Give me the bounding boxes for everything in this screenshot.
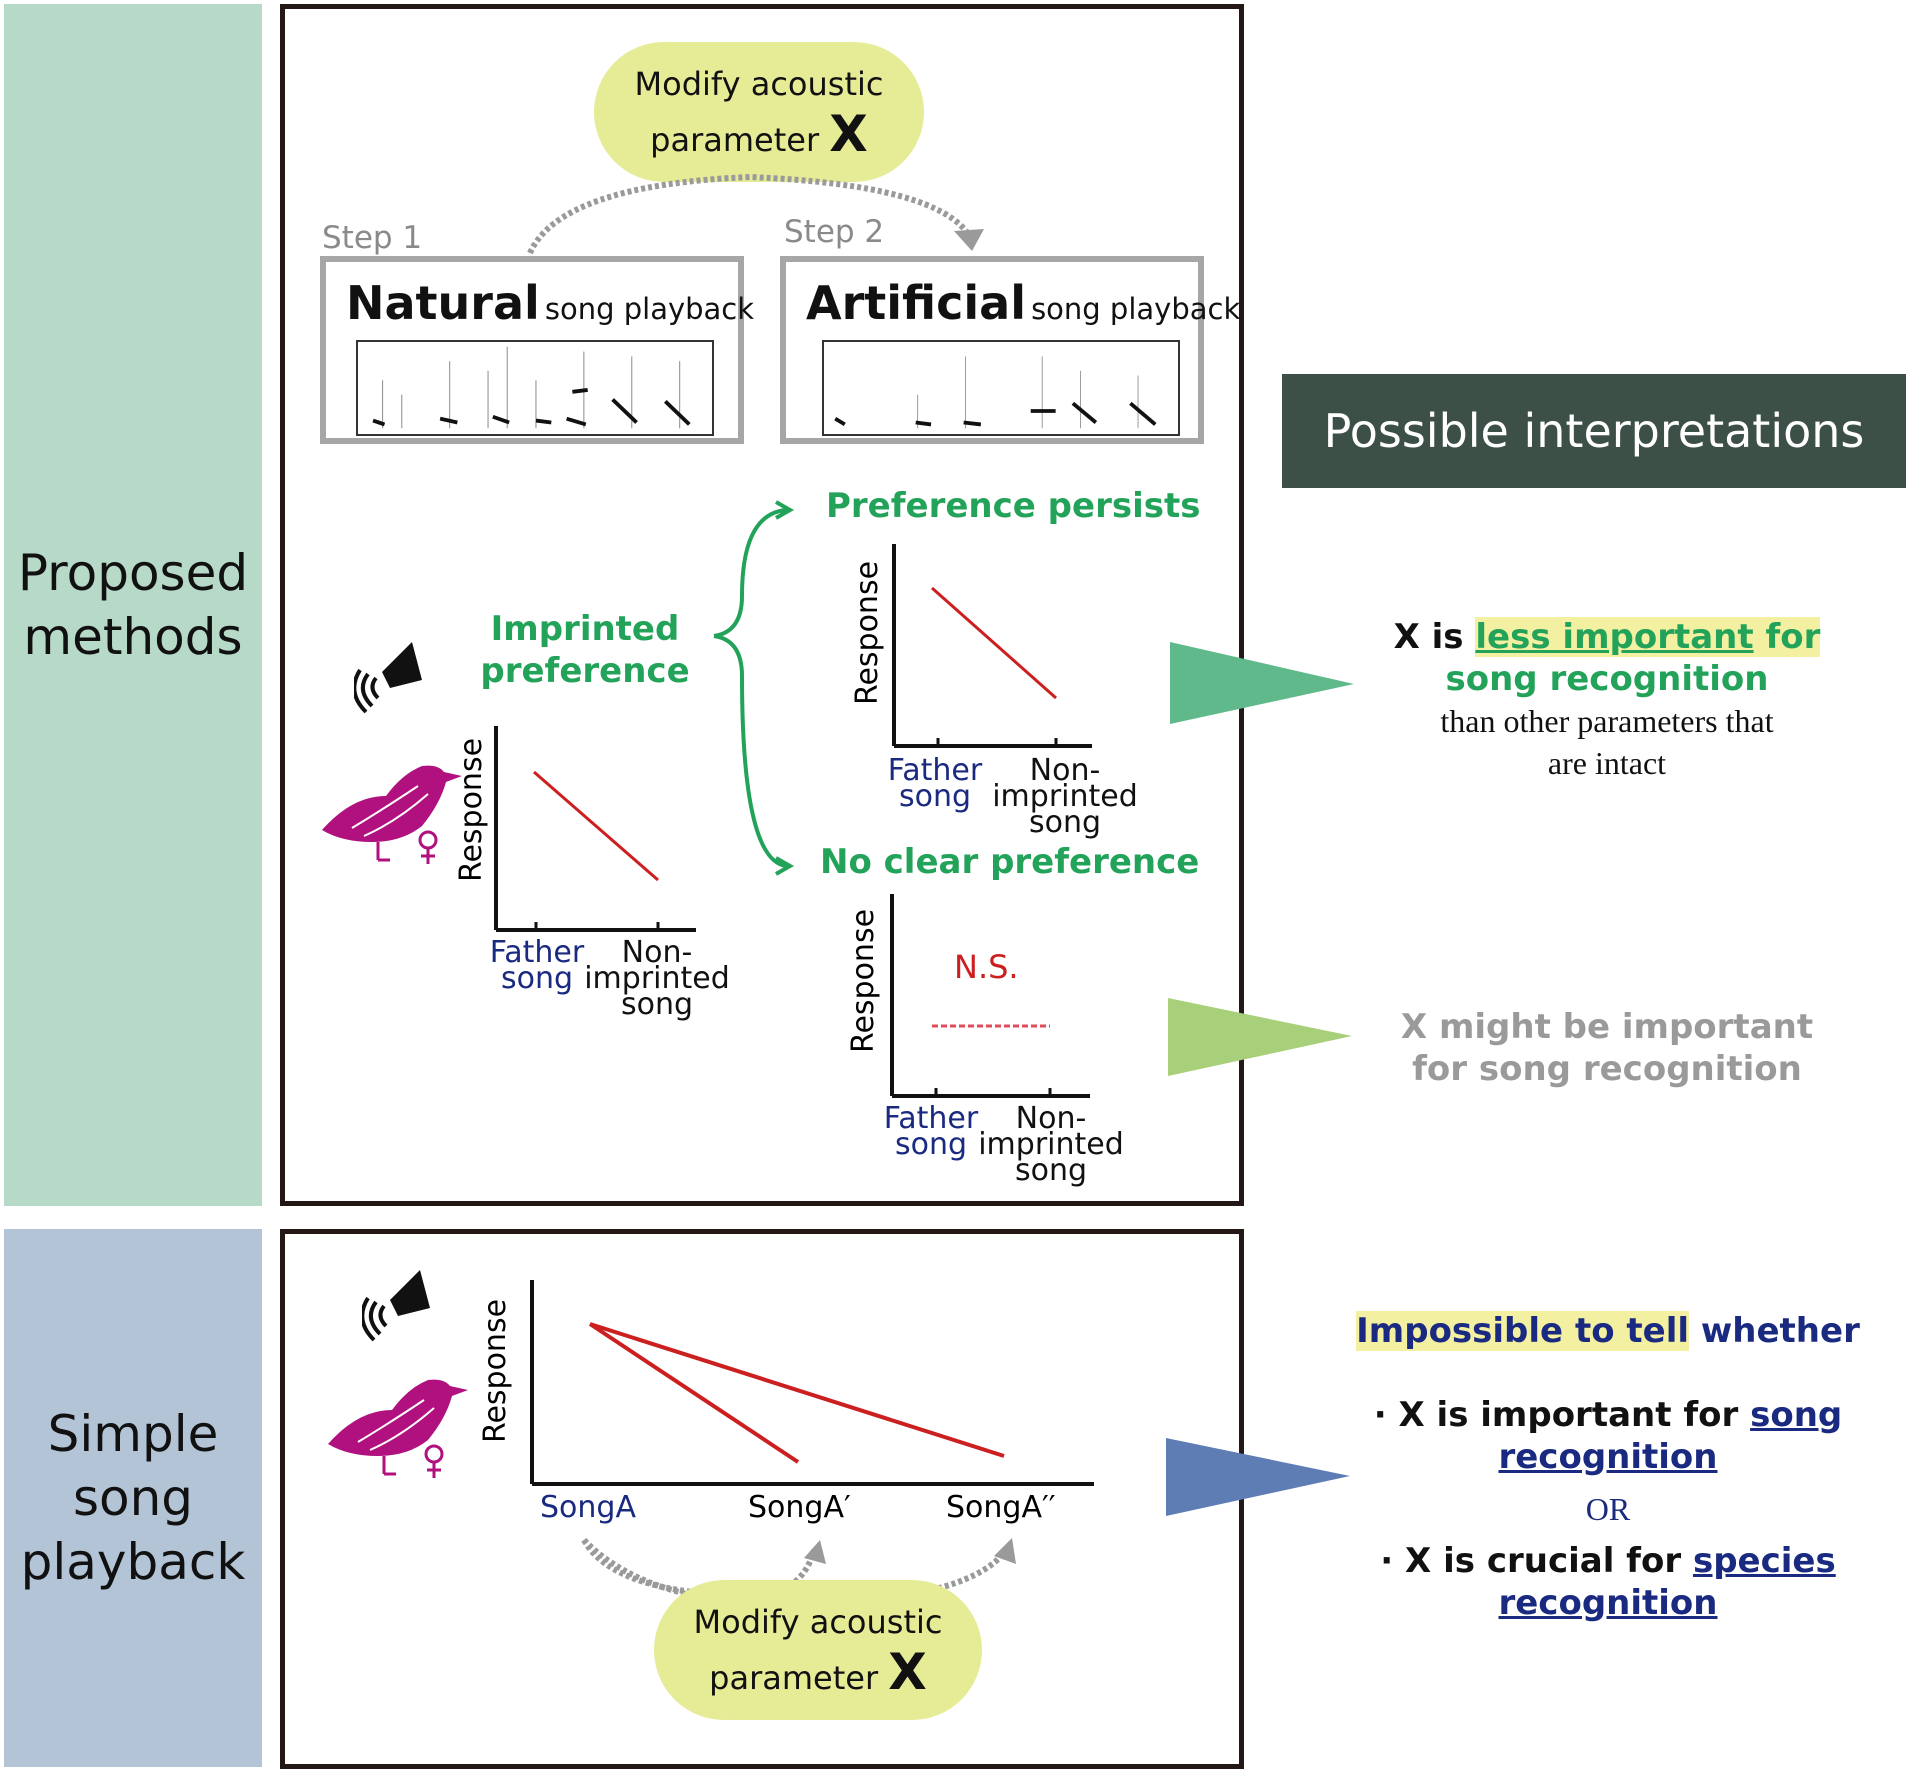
female-bird-icon-bottom bbox=[328, 1379, 468, 1478]
persists-ylabel: Response bbox=[850, 560, 885, 706]
proposed-methods-sidebar: Proposed methods bbox=[4, 4, 262, 1206]
proposed-methods-label: Proposed methods bbox=[17, 544, 249, 666]
step-arrow bbox=[527, 173, 984, 255]
ns-annotation: N.S. bbox=[954, 948, 1019, 986]
modify-text-line2: parameter X bbox=[650, 105, 868, 163]
natural-title: Natural song playback bbox=[346, 276, 755, 330]
modify-text-line1: Modify acoustic bbox=[634, 65, 884, 103]
songA1-label: SongA′ bbox=[748, 1490, 851, 1525]
possible-interpretations-header: Possible interpretations bbox=[1282, 374, 1906, 488]
preference-persists-label: Preference persists bbox=[826, 486, 1201, 526]
speaker-icon-bottom bbox=[362, 1270, 430, 1342]
no-clear-preference-label: No clear preference bbox=[820, 842, 1200, 882]
imprinted-response-chart bbox=[494, 726, 696, 932]
songA2-label: SongA′′ bbox=[946, 1490, 1056, 1525]
no-clear-response-chart bbox=[890, 894, 1090, 1098]
simple-ylabel: Response bbox=[478, 1298, 513, 1444]
simple-playback-label: Simple song playback bbox=[20, 1405, 246, 1591]
simple-playback-sidebar: Simple song playback bbox=[4, 1229, 262, 1767]
blue-pointer bbox=[1166, 1438, 1350, 1516]
imprinted-series-line bbox=[533, 770, 659, 882]
natural-spectrogram bbox=[356, 340, 714, 436]
imprinted-preference-label: Imprinted preference bbox=[480, 609, 690, 691]
blue-interpretation: Impossible to tell whether · X is import… bbox=[1356, 1311, 1860, 1623]
persists-response-chart bbox=[892, 544, 1092, 748]
no-clear-ylabel: Response bbox=[846, 908, 881, 1054]
female-bird-icon bbox=[322, 765, 462, 864]
lightgreen-pointer bbox=[1168, 998, 1352, 1076]
modify-parameter-pill-top: Modify acoustic parameter X bbox=[594, 42, 924, 182]
modify-bottom-line1: Modify acoustic bbox=[693, 1603, 943, 1641]
artificial-title: Artificial song playback bbox=[806, 276, 1241, 330]
branch-arrows bbox=[713, 500, 795, 876]
step1-label: Step 1 bbox=[322, 220, 423, 256]
step2-label: Step 2 bbox=[784, 214, 885, 250]
speaker-icon bbox=[354, 642, 422, 714]
persists-series-line bbox=[931, 586, 1057, 700]
simple-response-chart bbox=[530, 1280, 1094, 1486]
imprinted-ylabel: Response bbox=[454, 737, 489, 883]
green-pointer bbox=[1170, 642, 1354, 724]
songA-label: SongA bbox=[540, 1490, 636, 1525]
artificial-playback-box: Artificial song playback bbox=[780, 256, 1240, 444]
modify-bottom-line2: parameter X bbox=[709, 1643, 927, 1701]
green-interpretation: X is less important for song recognition… bbox=[1393, 617, 1821, 781]
simple-series-line-a2 bbox=[589, 1322, 1005, 1458]
proposed-methods-panel bbox=[280, 4, 1244, 1206]
gray-interpretation: X might be important for song recognitio… bbox=[1400, 1007, 1814, 1089]
natural-playback-box: Natural song playback bbox=[320, 256, 754, 444]
artificial-spectrogram bbox=[822, 340, 1180, 436]
simple-series-line-a1 bbox=[588, 1322, 800, 1464]
modify-parameter-pill-bottom: Modify acoustic parameter X bbox=[654, 1580, 982, 1720]
